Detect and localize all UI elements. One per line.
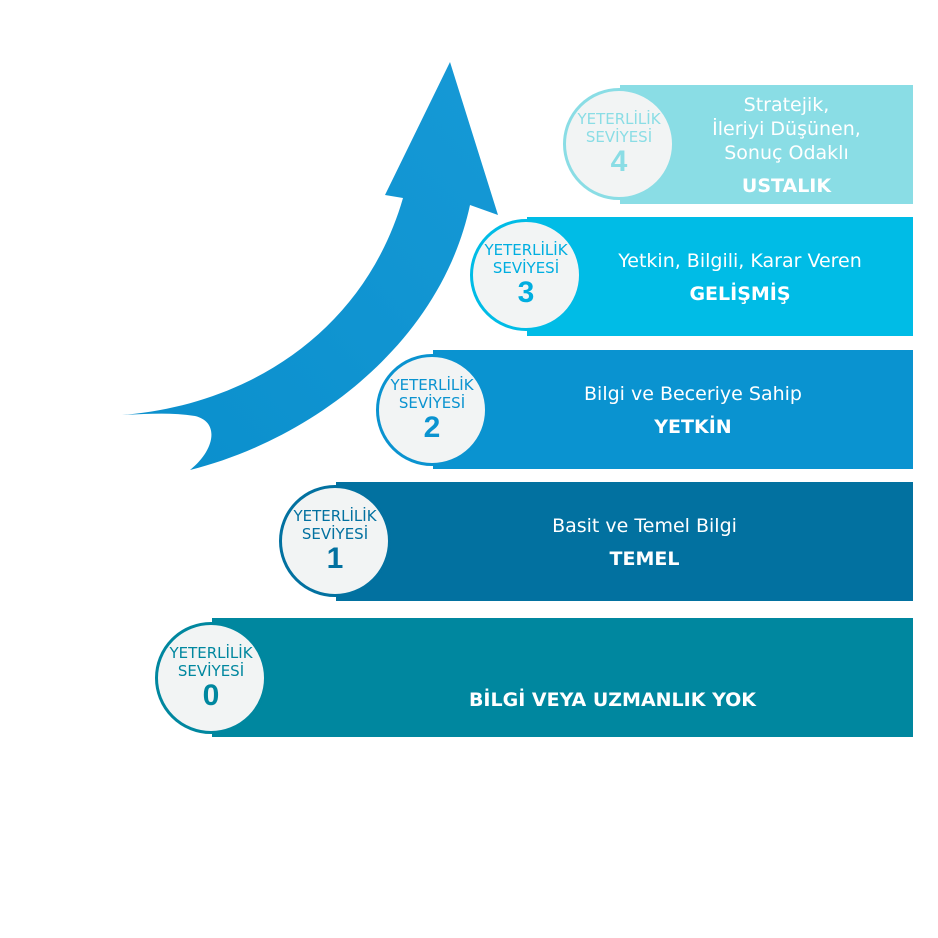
badge-label: SEVİYESİ	[492, 259, 560, 277]
badge-label: SEVİYESİ	[398, 394, 466, 412]
level-2-description: Bilgi ve Beceriye Sahip	[584, 382, 802, 405]
level-3-title: GELİŞMİŞ	[689, 282, 791, 305]
badge-label: YETERLİLİK	[169, 644, 253, 662]
level-number: 3	[517, 276, 535, 309]
badge-label: YETERLİLİK	[390, 376, 474, 394]
badge-label: SEVİYESİ	[585, 128, 653, 146]
level-4-description-line: İleriyi Düşünen,	[712, 117, 861, 140]
level-number: 2	[423, 411, 441, 444]
level-number: 0	[202, 679, 220, 712]
level-1-badge: YETERLİLİK SEVİYESİ 1	[279, 485, 391, 597]
level-0-badge: YETERLİLİK SEVİYESİ 0	[155, 622, 267, 734]
level-number: 1	[326, 542, 344, 575]
level-4-description-line: Sonuç Odaklı	[724, 141, 849, 164]
level-2-title: YETKİN	[654, 415, 732, 438]
level-4-title: USTALIK	[741, 174, 832, 197]
level-2-bar: Bilgi ve Beceriye Sahip YETKİN	[433, 350, 913, 469]
level-3-badge: YETERLİLİK SEVİYESİ 3	[470, 219, 582, 331]
level-4-description-line: Stratejik,	[743, 93, 830, 116]
badge-label: YETERLİLİK	[293, 507, 377, 525]
level-0-title: BİLGİ VEYA UZMANLIK YOK	[468, 688, 757, 711]
level-1-title: TEMEL	[609, 547, 680, 570]
level-3-bar: Yetkin, Bilgili, Karar Veren GELİŞMİŞ	[527, 217, 913, 336]
level-3-description: Yetkin, Bilgili, Karar Veren	[618, 249, 862, 272]
level-0-bar: BİLGİ VEYA UZMANLIK YOK	[212, 618, 913, 737]
level-number: 4	[610, 145, 628, 178]
badge-label: SEVİYESİ	[177, 662, 245, 680]
level-4-badge: YETERLİLİK SEVİYESİ 4	[563, 88, 675, 200]
badge-label: YETERLİLİK	[484, 241, 568, 259]
badge-label: YETERLİLİK	[577, 110, 661, 128]
level-1-bar: Basit ve Temel Bilgi TEMEL	[336, 482, 913, 601]
badge-label: SEVİYESİ	[301, 525, 369, 543]
level-2-badge: YETERLİLİK SEVİYESİ 2	[376, 354, 488, 466]
level-1-description: Basit ve Temel Bilgi	[552, 514, 737, 537]
